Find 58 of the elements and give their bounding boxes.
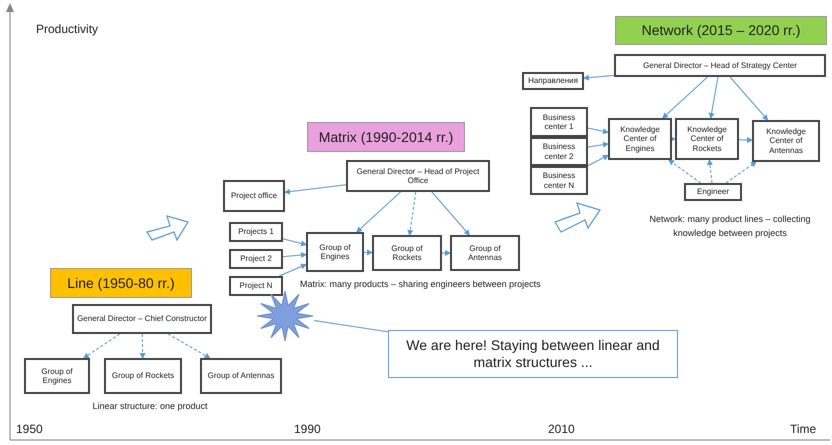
arrow (730, 76, 768, 121)
year-label: 1990 (294, 421, 322, 438)
org-box: Knowledge Center of Rockets (675, 118, 739, 160)
arrow (588, 128, 609, 134)
org-box: General Director – Head of Project Office (346, 160, 490, 192)
org-box: Group of Engines (306, 232, 364, 272)
arrow (706, 159, 713, 184)
arrow (670, 136, 676, 142)
org-box: Project office (223, 180, 285, 212)
arrow (668, 159, 702, 184)
org-box: Knowledge Center of Engines (608, 118, 672, 160)
arrow (583, 74, 614, 81)
arrow (738, 137, 753, 143)
year-label: 2010 (548, 421, 576, 438)
caption-text: Network: many product lines – collecting knowledge between projects (648, 213, 812, 240)
org-box: Business center 1 (530, 107, 588, 137)
org-box: Engineer (684, 183, 742, 201)
org-box: Business center 2 (530, 137, 588, 166)
arrow (284, 184, 346, 195)
year-label: 1950 (16, 421, 44, 438)
arrow (725, 161, 757, 184)
caption-text: Matrix: many products – sharing engineers between projects (300, 278, 542, 291)
arrow (442, 250, 451, 256)
arrow (588, 142, 609, 148)
arrow (586, 154, 609, 166)
arrow (662, 76, 708, 119)
callout-box: We are here! Staying between linear and matrix structures ... (388, 330, 678, 378)
org-box: Projects 1 (229, 222, 283, 242)
stage-title-box: Line (1950-80 rr.) (50, 268, 192, 298)
org-box: Project N (229, 276, 283, 296)
caption-text: Linear structure: one product (91, 400, 209, 413)
org-box: Group of Rockets (104, 358, 182, 394)
org-box: General Director – Chief Constructor (72, 304, 212, 334)
org-box: Group of Rockets (372, 235, 442, 271)
arrow (282, 238, 307, 246)
axis-label: Productivity (36, 21, 100, 38)
arrow (278, 264, 307, 276)
org-box: Group of Engines (24, 358, 90, 394)
arrow (708, 76, 718, 119)
arrow (431, 192, 470, 236)
arrow (356, 192, 402, 233)
org-box: Group of Antennas (450, 235, 520, 271)
org-box: General Director – Head of Strategy Center (614, 54, 826, 77)
stage-title-box: Matrix (1990-2014 rr.) (307, 122, 465, 152)
arrow (83, 334, 120, 359)
arrow (407, 192, 416, 236)
axis-label: Time (790, 421, 818, 438)
leader-line (314, 320, 388, 332)
org-box: Business center N (530, 166, 588, 195)
org-box: Project 2 (229, 249, 283, 269)
arrow (140, 334, 146, 359)
arrow (364, 249, 373, 256)
arrow (282, 252, 307, 258)
org-box: Group of Antennas (200, 358, 282, 394)
org-box: Knowledge Center of Antennas (752, 120, 820, 162)
org-box: Направления (522, 72, 584, 90)
stage-title-box: Network (2015 – 2020 rr.) (615, 16, 827, 45)
arrow (168, 334, 211, 358)
